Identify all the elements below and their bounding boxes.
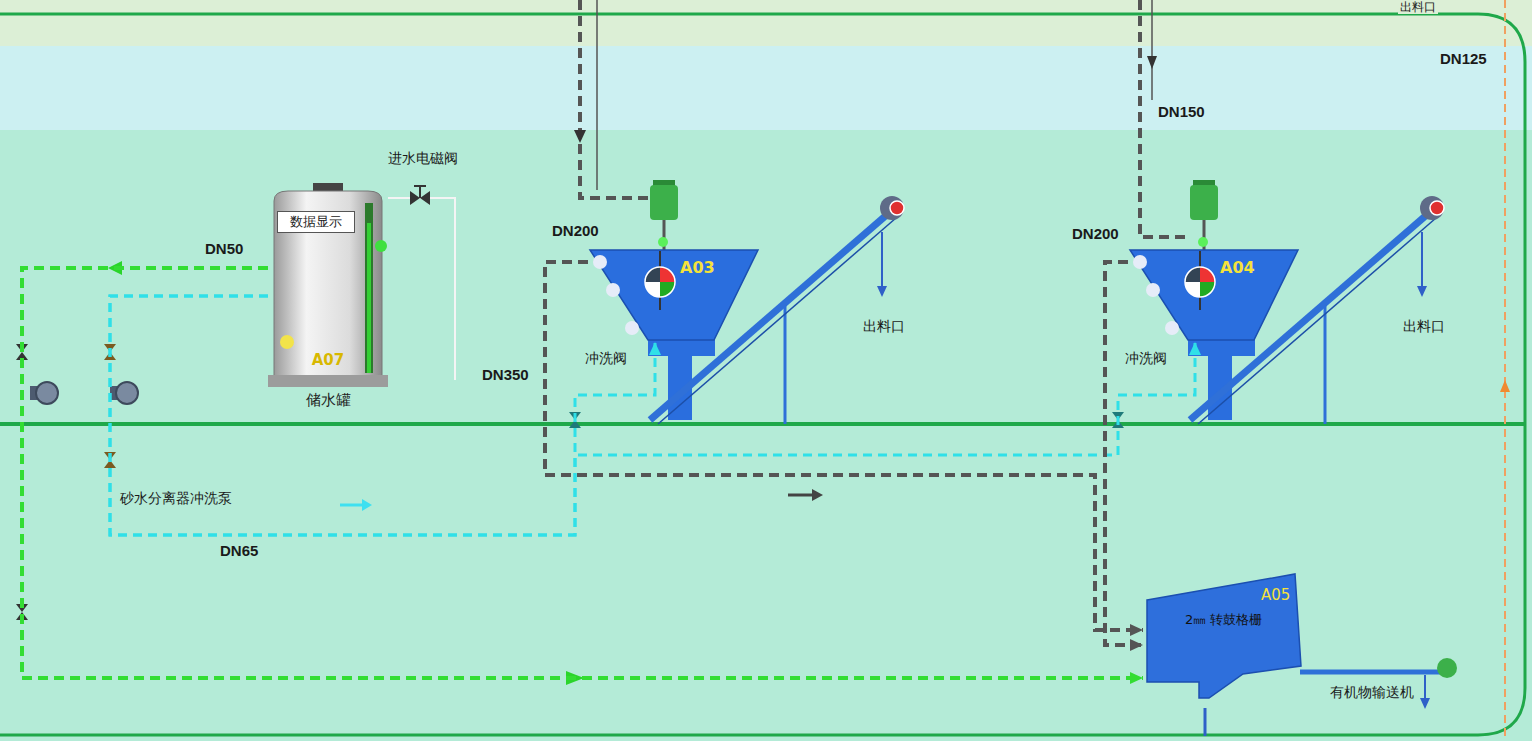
valve-label: 冲洗阀 [1125,350,1167,367]
node-text: A04 [1220,258,1255,277]
outlet-label: 出料口 [1398,0,1438,14]
pipe-connector [1105,262,1143,651]
pumps-valves [16,344,1124,620]
inlet-pipes [574,0,1190,237]
valve-label: 冲洗阀 [585,350,627,367]
pipe-size: DN200 [552,222,599,240]
pipe-connector [110,296,661,535]
pipe-size: DN65 [220,542,258,560]
drum-screen: A05 2㎜ 转鼓格栅 [1143,570,1305,710]
outlet-label: 出料口 [1403,318,1445,335]
data-display: 数据显示 [277,211,355,233]
node-text: 数据显示 [290,214,342,230]
outlet-label: 出料口 [863,318,905,335]
node-text: A07 [312,351,344,369]
sand-separator-hopper-outline [588,248,760,342]
valve-label: 进水电磁阀 [388,150,458,167]
pipe-size: DN200 [1072,225,1119,243]
node-text: 2㎜ 转鼓格栅 [1185,612,1262,628]
water-tank: A07 储水罐 数据显示 [268,183,388,415]
inlet-valve [388,186,455,380]
sand-separator-hopper: A04 [1128,248,1300,342]
pump-label: 砂水分离器冲洗泵 [120,490,232,507]
pipe-size: DN350 [482,366,529,384]
sand-separator-hopper: A03 [588,248,760,342]
conveyor-label: 有机物输送机 [1330,684,1414,701]
node-text: A03 [680,258,715,277]
node-text: 储水罐 [306,391,351,409]
pipe-size: DN150 [1158,103,1205,121]
pipe-size: DN125 [1440,50,1487,68]
node-text: A05 [1261,586,1290,604]
pipe-size: DN50 [205,240,243,258]
sand-separator-hopper-outline [1128,248,1300,342]
